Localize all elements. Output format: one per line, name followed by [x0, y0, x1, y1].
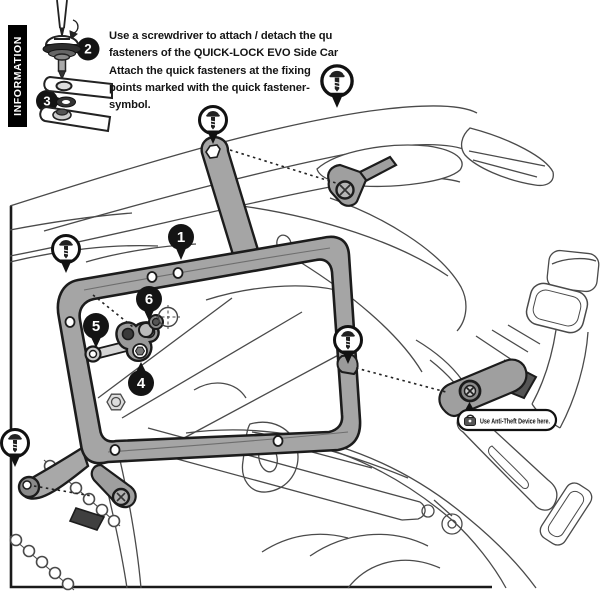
quick-fastener-exploded-view [39, 0, 113, 133]
anti-theft-label-text: Use Anti-Theft Device here. [480, 417, 550, 426]
carrier-ring [56, 235, 362, 465]
callout-5: 5 [83, 313, 109, 348]
chain-guard-tip [68, 507, 106, 531]
carrier-rear-strut [200, 135, 260, 260]
instruction-line: symbol. [109, 99, 151, 112]
callout-5-number: 5 [92, 318, 100, 335]
quick-fastener-pin-icon [51, 234, 81, 273]
quick-fastener-part [42, 35, 82, 81]
callout-2-number: 2 [84, 42, 92, 57]
instruction-line: fasteners of the QUICK-LOCK EVO Side Car [109, 47, 339, 60]
ring-hole [64, 316, 76, 328]
callout-1-number: 1 [177, 229, 185, 246]
rubber-grommet [56, 96, 76, 108]
ring-hole [109, 444, 121, 456]
diagram-border [9, 206, 492, 589]
turn-signal [525, 249, 600, 334]
tail-tip [460, 127, 554, 187]
hook-eye [22, 480, 32, 490]
strut-hex-hole [205, 144, 221, 159]
ring-hook [336, 353, 359, 376]
adapter-parts [84, 305, 180, 363]
instruction-text: Use a screwdriver to attach / detach the… [109, 28, 338, 114]
instruction-line: Attach the quick fasteners at the fixing [109, 64, 311, 77]
mount-arm-lower [39, 105, 112, 133]
ring-hole [146, 271, 158, 283]
callout-3-number: 3 [43, 94, 50, 109]
ring-hole [272, 435, 284, 447]
callout-4: 4 [128, 362, 154, 396]
quick-fastener-pin-icon [333, 325, 363, 364]
drive-chain [9, 459, 121, 591]
arm-hole [55, 80, 73, 92]
quick-fastener-pins [0, 64, 363, 467]
callout-6-number: 6 [145, 291, 153, 308]
callout-6: 6 [136, 286, 162, 321]
anti-theft-bracket [438, 358, 538, 418]
information-label: INFORMATION [11, 36, 24, 116]
ring-highlight-top [83, 247, 331, 291]
dashed-leader-lines [33, 149, 447, 497]
instruction-line: Use a screwdriver to attach / detach the… [109, 30, 333, 42]
padlock-icon [464, 414, 476, 426]
fixing-point-target [156, 305, 180, 329]
quick-fastener-pin-icon [0, 428, 30, 467]
screwdriver-icon [56, 0, 79, 40]
callout-1: 1 [168, 224, 194, 260]
anti-theft-label: Use Anti-Theft Device here. [456, 402, 558, 432]
callout-4-number: 4 [137, 375, 146, 392]
instruction-line: points marked with the quick fastener- [109, 81, 310, 94]
ring-highlight-bottom [107, 431, 349, 453]
side-carrier-kit [17, 135, 538, 531]
top-mount-bracket [327, 155, 398, 207]
quick-fastener-pin-icon [320, 64, 354, 108]
information-sidebar: INFORMATION [8, 25, 27, 127]
quick-fastener-pin-icon [198, 105, 228, 144]
lower-mount-bracket [68, 463, 137, 531]
callout-balloons: 1 2 3 4 5 6 [36, 37, 194, 396]
ring-hole [172, 267, 184, 279]
